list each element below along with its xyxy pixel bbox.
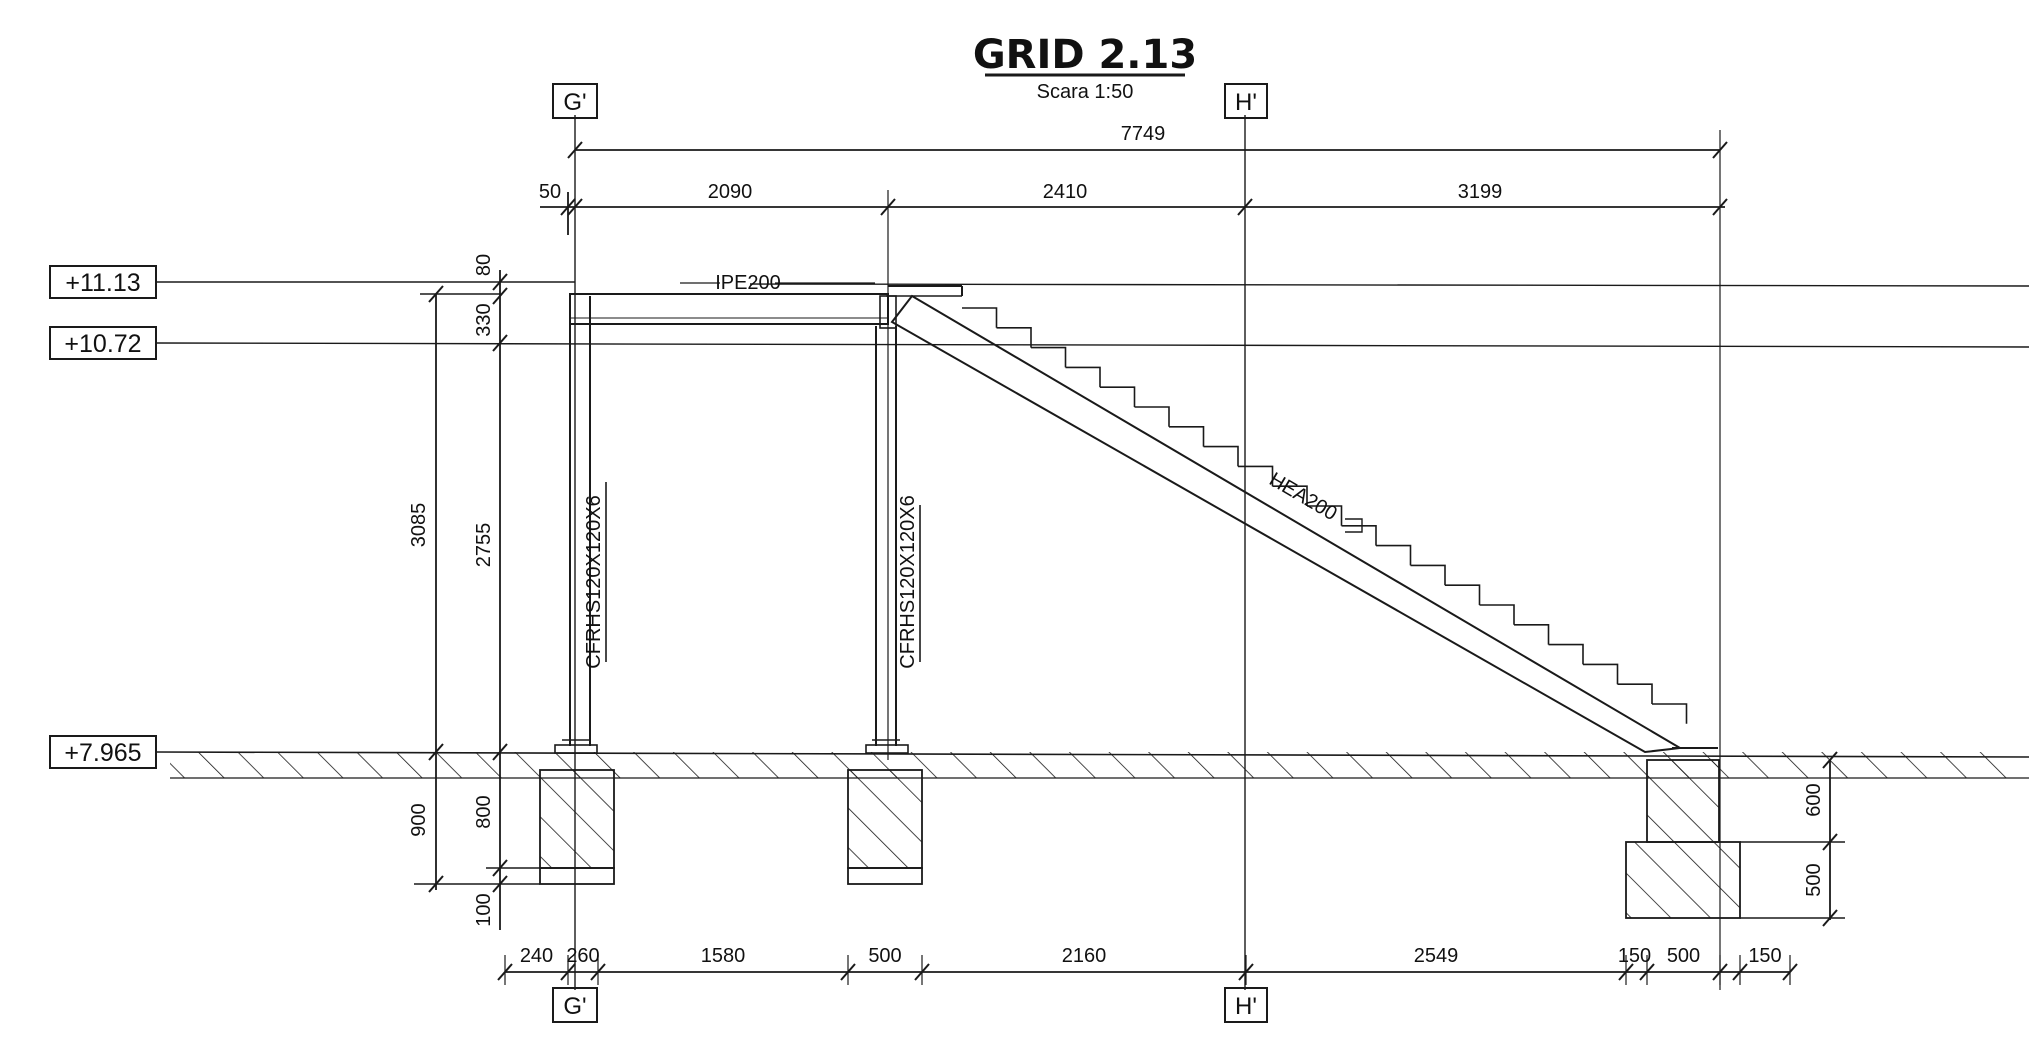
grid-label-h-bottom: H' — [1235, 993, 1257, 1020]
label-column-left: CFRHS120X120X6 — [583, 495, 605, 668]
drawing-title: GRID 2.13 — [973, 32, 1197, 78]
dim-bottom-9: 150 — [1748, 945, 1781, 967]
dim-bottom-1: 240 — [520, 945, 553, 967]
grid-label-g-bottom: G' — [563, 993, 586, 1020]
dim-foot-outer: 900 — [408, 803, 430, 836]
dim-bottom-labels: 240 260 1580 500 2160 2549 150 500 150 — [520, 945, 1782, 967]
dim-top-3: 2410 — [1043, 181, 1088, 203]
dim-vertical-outer-value: 3085 — [408, 503, 430, 548]
dim-top-1: 50 — [539, 181, 561, 203]
grid-bubble-g-bottom — [552, 987, 598, 1023]
label-stringer: HEA200 — [1265, 468, 1340, 525]
level-label-top: +11.13 — [65, 269, 140, 297]
dim-bottom-ticks — [497, 955, 1798, 985]
foundation-left-blinding — [539, 867, 615, 885]
stringer-hea200 — [890, 294, 1684, 754]
level-line-mid — [155, 342, 2029, 348]
grid-bubble-h-top — [1224, 83, 1268, 119]
foundation-mid-blinding — [847, 867, 923, 885]
dim-beam-depth: 330 — [473, 303, 495, 336]
dim-beam-flange: 80 — [473, 254, 495, 276]
foundation-right-footing — [1625, 841, 1741, 919]
grid-label-h-top: H' — [1235, 89, 1257, 116]
ground-hatch — [170, 752, 2010, 778]
foundation-left — [539, 769, 615, 869]
dim-bottom-2: 260 — [566, 945, 599, 967]
drawing-scale: Scara 1:50 — [1037, 81, 1134, 103]
label-column-mid: CFRHS120X120X6 — [897, 495, 919, 668]
dim-right-lower: 500 — [1803, 863, 1825, 896]
dim-top-2: 2090 — [708, 181, 753, 203]
dim-vertical-inner-value: 2755 — [473, 523, 495, 568]
dim-bottom-4: 500 — [868, 945, 901, 967]
dim-bottom-6: 2549 — [1414, 945, 1459, 967]
dim-foot-blinding: 100 — [473, 893, 495, 926]
level-label-ground: +7.965 — [64, 739, 141, 767]
grid-label-g-top: G' — [563, 89, 586, 116]
level-label-mid: +10.72 — [64, 330, 141, 358]
grid-bubble-g-top — [552, 83, 598, 119]
dim-top-4: 3199 — [1458, 181, 1503, 203]
dim-foot-inner: 800 — [473, 795, 495, 828]
dim-bottom-7: 150 — [1618, 945, 1651, 967]
stair-treads — [962, 307, 1688, 724]
dim-bottom-5: 2160 — [1062, 945, 1107, 967]
label-beam: IPE200 — [715, 272, 781, 294]
dim-bottom-8: 500 — [1667, 945, 1700, 967]
grid-bubble-h-bottom — [1224, 987, 1268, 1023]
foundation-mid — [847, 769, 923, 869]
dim-right-upper: 600 — [1803, 783, 1825, 816]
dim-bottom-3: 1580 — [701, 945, 746, 967]
dim-overall: 7749 — [1121, 123, 1166, 145]
beam-ipe200 — [569, 293, 889, 325]
level-line-top — [749, 283, 2029, 287]
foundation-right-pier — [1646, 759, 1720, 843]
